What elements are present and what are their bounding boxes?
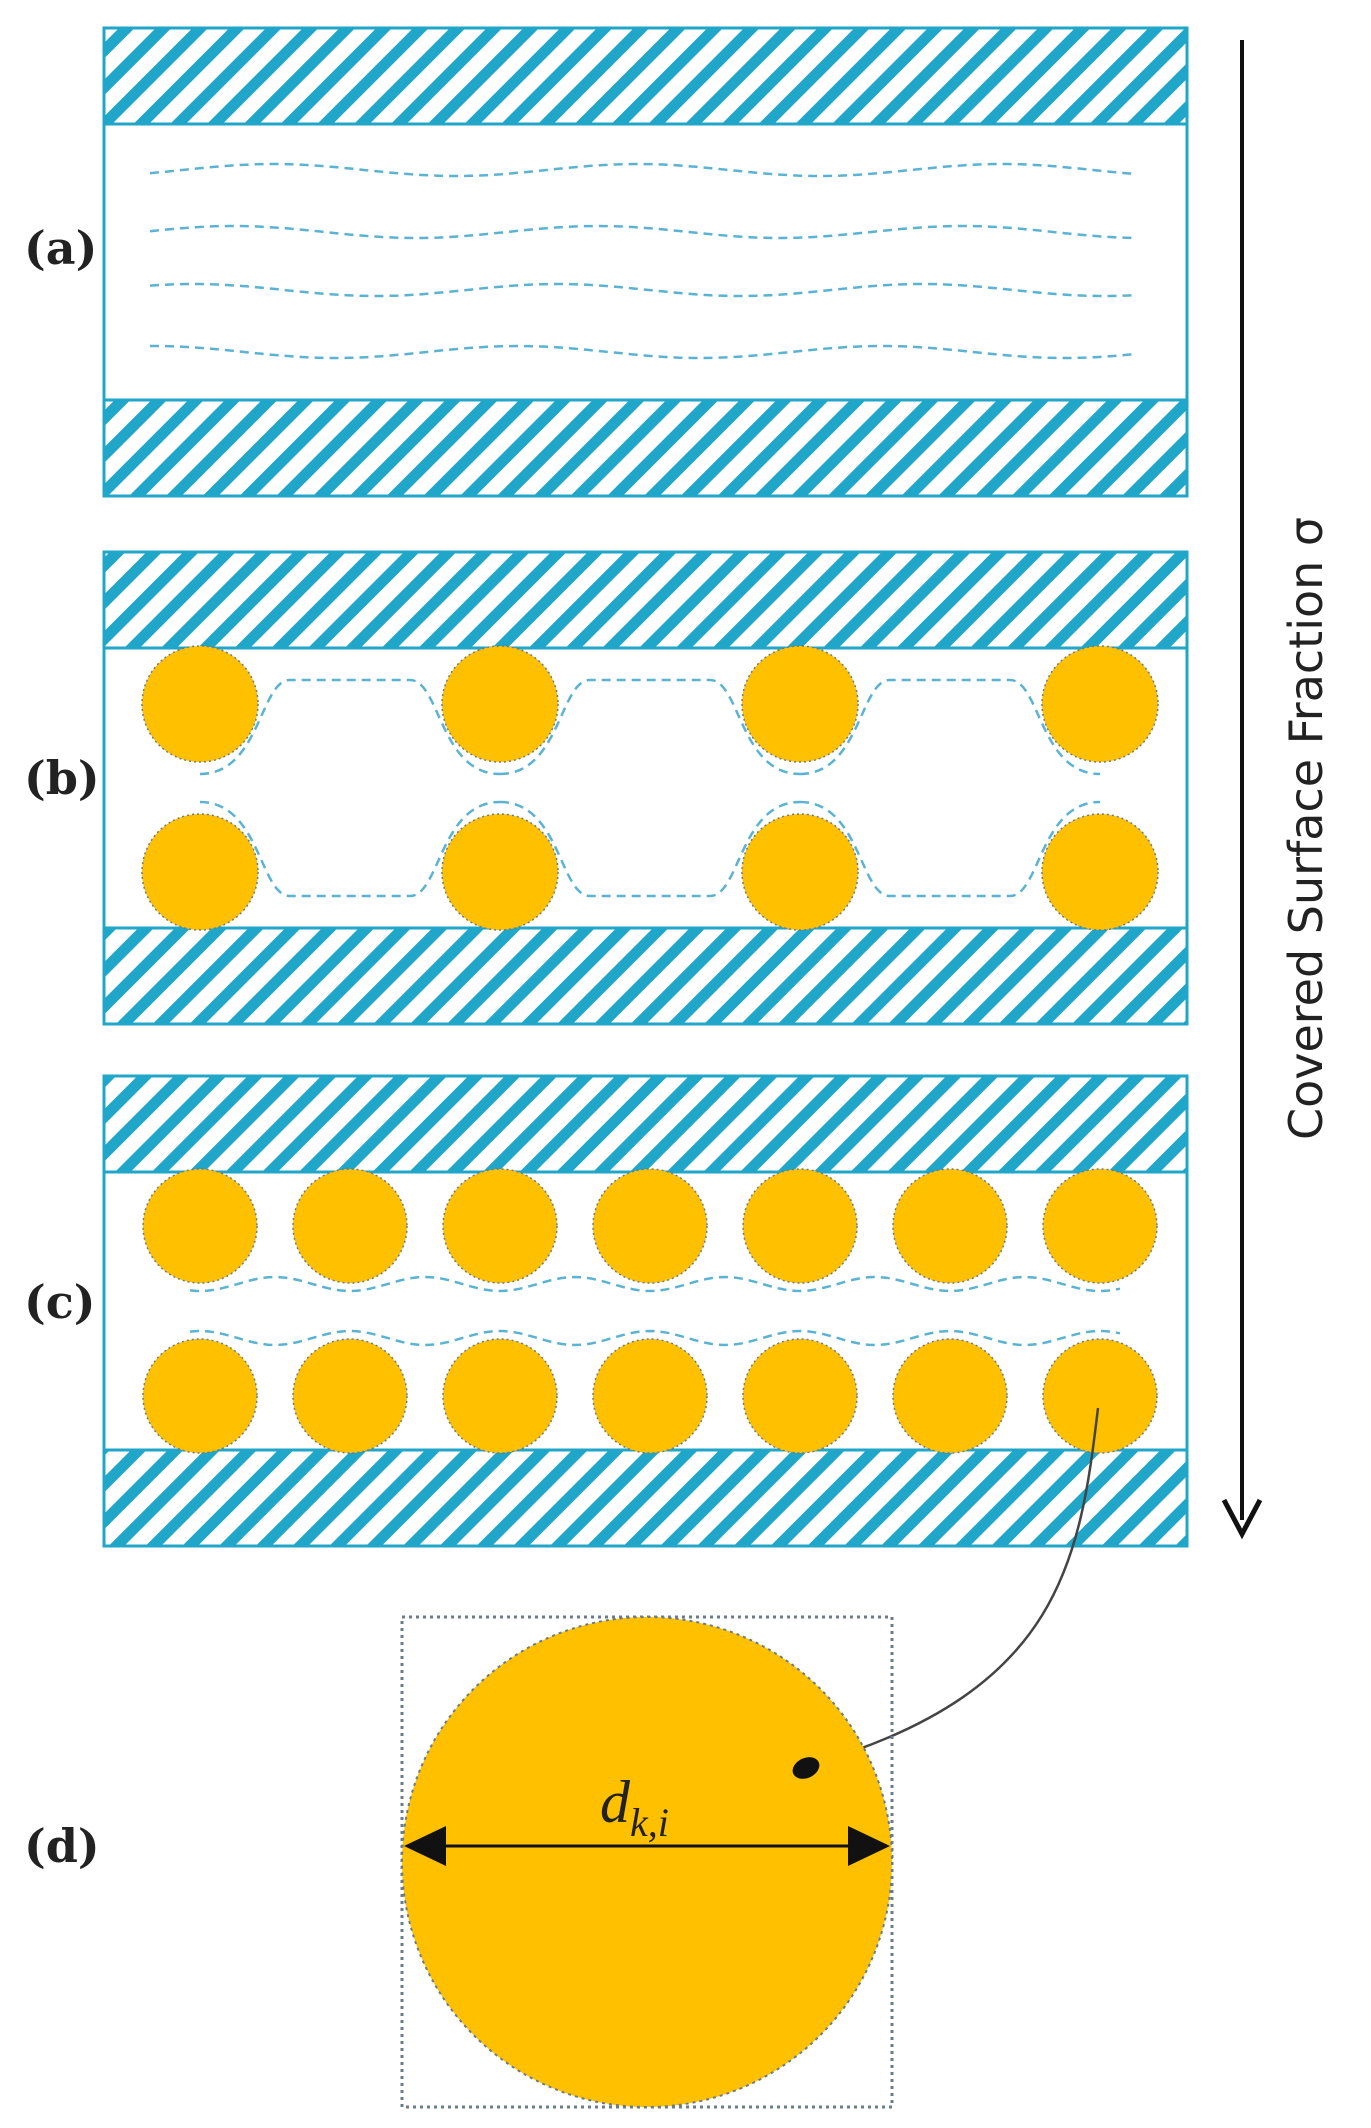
diameter-arrow-right xyxy=(848,1826,890,1866)
diameter-arrow-left xyxy=(404,1826,446,1866)
particles xyxy=(141,645,1159,931)
particle xyxy=(442,1168,558,1284)
particles xyxy=(142,1168,1158,1454)
particle xyxy=(441,813,559,931)
flow-line xyxy=(199,678,501,776)
arrow-label: Covered Surface Fraction σ xyxy=(1279,517,1333,1140)
zoom-connector xyxy=(819,1407,1100,1764)
flow-lines xyxy=(189,1275,1121,1347)
bottom-wall xyxy=(102,398,1189,498)
particle xyxy=(442,1338,558,1454)
particle xyxy=(741,645,859,763)
top-wall xyxy=(102,550,1189,650)
particle xyxy=(141,813,259,931)
flow-line xyxy=(199,800,501,898)
flow-line xyxy=(189,1329,1121,1347)
flow-line xyxy=(499,800,801,898)
surface-fraction-axis: Covered Surface Fraction σ xyxy=(1221,40,1333,1540)
particle xyxy=(1042,1338,1158,1454)
diameter-label: dk,i xyxy=(600,1769,669,1845)
flow-line xyxy=(189,1275,1121,1293)
particle xyxy=(892,1168,1008,1284)
particle-detail xyxy=(401,1616,893,2108)
particle xyxy=(1041,813,1159,931)
particle xyxy=(292,1338,408,1454)
particle xyxy=(592,1338,708,1454)
top-wall xyxy=(102,26,1189,126)
particle xyxy=(142,1168,258,1284)
bottom-wall xyxy=(102,926,1189,1026)
panel-label: (b) xyxy=(24,751,100,805)
arrow-head-icon xyxy=(1221,1498,1263,1540)
panel-c: (c) xyxy=(24,1074,1189,1548)
particle xyxy=(141,645,259,763)
panel-label: (d) xyxy=(24,1819,100,1873)
contact-point xyxy=(792,1757,820,1779)
flow-line xyxy=(499,678,801,776)
panel-label: (c) xyxy=(24,1275,96,1329)
particle xyxy=(742,1168,858,1284)
particle xyxy=(441,645,559,763)
panel-d: dk,i (d) xyxy=(24,1615,894,2109)
panel-label: (a) xyxy=(24,221,97,275)
particle xyxy=(592,1168,708,1284)
bottom-wall xyxy=(102,1448,1189,1548)
panel-b: (b) xyxy=(24,550,1189,1026)
flow-line xyxy=(799,678,1101,776)
channel xyxy=(102,646,1189,930)
particle xyxy=(741,813,859,931)
diameter-symbol: d xyxy=(600,1769,631,1835)
flow-lines xyxy=(199,678,1101,898)
particle xyxy=(892,1338,1008,1454)
particle xyxy=(142,1338,258,1454)
particle xyxy=(1041,645,1159,763)
particle xyxy=(742,1338,858,1454)
top-wall xyxy=(102,1074,1189,1174)
flow-line xyxy=(799,800,1101,898)
particle xyxy=(292,1168,408,1284)
particle xyxy=(1042,1168,1158,1284)
panel-a: (a) xyxy=(24,26,1189,498)
diameter-subscript: k,i xyxy=(630,1800,669,1845)
